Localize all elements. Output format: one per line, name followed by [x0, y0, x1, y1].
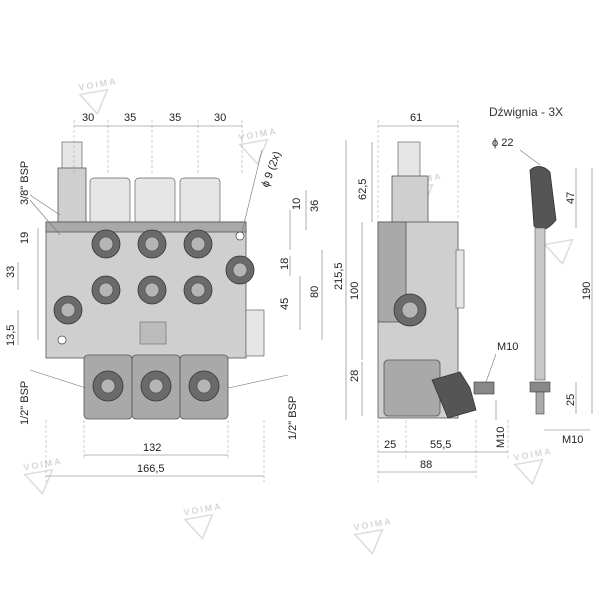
watermark-mark: [543, 238, 574, 266]
work-port-b3: [183, 275, 213, 305]
watermark-mark: VOIMA: [353, 516, 394, 556]
lever-title: Dźwignia - 3X: [489, 105, 563, 119]
lever-dim-thread: 25: [565, 394, 577, 406]
side-left-dim-1: 62,5: [357, 179, 369, 200]
side-thread-label-2: M10: [495, 427, 507, 448]
left-dim-1: 19: [19, 232, 31, 244]
watermark-mark: VOIMA: [183, 501, 224, 541]
lever-thread: [535, 391, 545, 415]
lever-dim-length: 190: [581, 282, 593, 300]
lever-nut: [529, 381, 551, 393]
lower-port-2: [140, 370, 172, 402]
side-top-dim: 61: [410, 112, 422, 124]
side-bottom-dim-1: 25: [384, 439, 396, 451]
work-port-a3: [183, 229, 213, 259]
outlet-port: [225, 255, 255, 285]
right-dim-5: 80: [309, 286, 321, 298]
front-dimensions: 30 35 35 30 ϕ 9 (2x) 3/8" BSP 1/2" BSP 1…: [5, 112, 347, 482]
side-rib: [455, 249, 465, 309]
side-lower-section: [383, 359, 441, 417]
lever-boot: [431, 371, 477, 419]
right-dim-4: 45: [279, 298, 291, 310]
work-port-a1: [91, 229, 121, 259]
mounting-hole-top: [235, 231, 245, 241]
lever-thread-stub: [473, 381, 495, 395]
left-dim-2: 33: [5, 266, 17, 278]
left-dim-3: 13,5: [5, 325, 17, 346]
work-port-b1: [91, 275, 121, 305]
watermark-text: VOIMA: [238, 126, 279, 143]
side-fitting-base: [391, 175, 429, 225]
spool-cap-1: [89, 177, 131, 225]
lever-dim-knob: 47: [565, 192, 577, 204]
lever-knob: [529, 166, 557, 231]
spool-cap-3: [179, 177, 221, 225]
right-dim-3: 18: [279, 258, 291, 270]
side-thread-label-1: M10: [497, 341, 518, 353]
top-dim-1: 30: [82, 112, 94, 124]
top-dim-3: 35: [169, 112, 181, 124]
lever-diameter-label: ϕ 22: [492, 137, 513, 149]
watermark-text: VOIMA: [78, 76, 119, 93]
inlet-fitting-base: [57, 167, 87, 223]
overall-height-dim: 215,5: [333, 262, 345, 290]
inlet-port: [53, 295, 83, 325]
label-plate: [139, 321, 167, 345]
watermark-text: VOIMA: [183, 501, 224, 518]
watermark-text: VOIMA: [513, 446, 554, 463]
spool-cap-2: [134, 177, 176, 225]
mounting-hole-bottom: [57, 335, 67, 345]
side-left-dim-2: 100: [349, 282, 361, 300]
thread-label-inlet: 3/8" BSP: [19, 161, 31, 205]
relief-valve: [245, 309, 265, 357]
thread-label-lower-right: 1/2" BSP: [287, 396, 299, 440]
top-dim-4: 30: [214, 112, 226, 124]
side-dimensions: 61 62,5 100 28 M10 M10 25 55,5 88: [349, 112, 518, 482]
top-dim-2: 35: [124, 112, 136, 124]
side-overall-width-dim: 88: [420, 459, 432, 471]
side-view: [377, 141, 495, 419]
overall-width-dim: 166,5: [137, 463, 165, 475]
side-left-dim-3: 28: [349, 370, 361, 382]
right-dim-2: 36: [309, 200, 321, 212]
side-bottom-dim-2: 55,5: [430, 439, 451, 451]
work-port-b2: [137, 275, 167, 305]
lever-thread-label: M10: [562, 434, 583, 446]
watermark-mark: VOIMA: [513, 446, 554, 486]
bottom-dim-1: 132: [143, 442, 161, 454]
watermark-text: VOIMA: [23, 456, 64, 473]
mounting-hole-label: ϕ 9 (2x): [260, 150, 284, 189]
thread-label-lower-left: 1/2" BSP: [19, 381, 31, 425]
front-view: [45, 141, 265, 420]
lever-view: Dźwignia - 3X ϕ 22 47 190 25 M10: [489, 105, 593, 446]
lower-port-1: [92, 370, 124, 402]
right-dim-1: 10: [291, 198, 303, 210]
valve-body-top-edge: [45, 221, 247, 233]
lower-port-3: [188, 370, 220, 402]
watermark-text: VOIMA: [353, 516, 394, 533]
side-port: [393, 293, 427, 327]
watermark-mark: VOIMA: [78, 76, 119, 116]
lever-rod: [534, 227, 546, 381]
work-port-a2: [137, 229, 167, 259]
